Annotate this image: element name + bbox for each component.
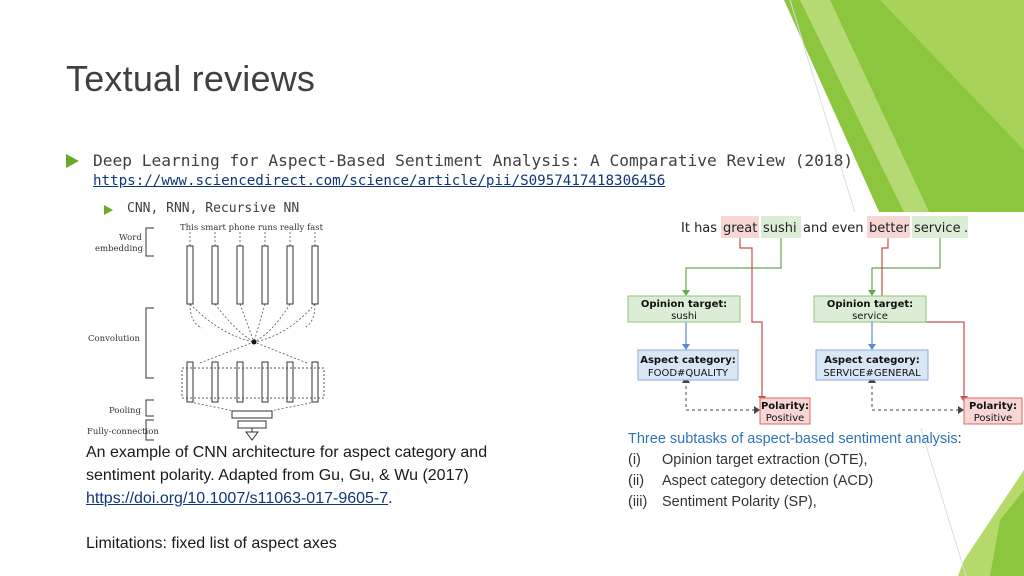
right-polarity-value: Positive: [974, 413, 1013, 424]
green-shape-bottom-dark: [990, 490, 1024, 576]
slide-title: Textual reviews: [66, 58, 316, 99]
list-item-number: (iii): [628, 494, 648, 510]
right-category-title: Aspect category:: [824, 355, 920, 366]
word-service: service: [914, 221, 961, 236]
list-item-number: (i): [628, 452, 641, 468]
green-shape-top-light: [880, 0, 1024, 150]
label-convolution: Convolution: [88, 334, 140, 344]
list-item: (iii) Sentiment Polarity (SP),: [628, 492, 962, 513]
left-polarity-box: [759, 397, 811, 425]
word-better: better: [869, 221, 909, 236]
right-target-title: Opinion target:: [827, 299, 913, 310]
cnn-architecture-figure: This smart phone runs really fast Word e…: [87, 223, 325, 441]
label-pooling: Pooling: [109, 406, 142, 416]
list-item: (ii) Aspect category detection (ACD): [628, 471, 962, 492]
left-category-title: Aspect category:: [640, 355, 736, 366]
cnn-caption: An example of CNN architecture for aspec…: [86, 441, 556, 510]
sub-bullet-text: CNN, RNN, Recursive NN: [127, 201, 300, 216]
absa-heading-colon: :: [957, 431, 962, 447]
highlight-better: [867, 216, 910, 238]
word-great: great: [723, 221, 757, 236]
highlight-sushi: [761, 216, 801, 238]
left-aspect-category-box: [637, 349, 739, 381]
left-polarity-value: Positive: [766, 413, 805, 424]
right-aspect-category-box: [815, 349, 929, 381]
list-item-text: Opinion target extraction (OTE),: [662, 452, 868, 468]
label-fully-connection: Fully-connection: [87, 427, 159, 437]
cnn-caption-line1: An example of CNN architecture for aspec…: [86, 444, 488, 461]
label-word: Word: [119, 233, 142, 243]
left-opinion-target-box: [627, 295, 741, 323]
word-period: .: [964, 221, 968, 236]
list-item: (i) Opinion target extraction (OTE),: [628, 450, 962, 471]
highlight-great: [721, 216, 759, 238]
cnn-caption-line3: https://doi.org/10.1007/s11063-017-9605-…: [86, 487, 556, 510]
absa-caption: Three subtasks of aspect-based sentiment…: [628, 429, 962, 513]
right-category-value: SERVICE#GENERAL: [823, 368, 921, 379]
cnn-caption-line2: sentiment polarity. Adapted from Gu, Gu,…: [86, 467, 469, 484]
word-and-even: and even: [803, 221, 864, 236]
triangle-bullet-icon: [66, 154, 79, 168]
left-target-title: Opinion target:: [641, 299, 727, 310]
list-item-text: Sentiment Polarity (SP),: [662, 494, 817, 510]
left-target-value: sushi: [671, 311, 697, 322]
absa-subtasks-figure: It has great sushi and even better servi…: [624, 212, 1024, 428]
word-it-has: It has: [681, 221, 717, 236]
right-polarity-box: [963, 397, 1023, 425]
word-sushi: sushi: [763, 221, 797, 236]
list-item-text: Aspect category detection (ACD): [662, 473, 874, 489]
right-opinion-target-box: [813, 295, 927, 323]
left-category-value: FOOD#QUALITY: [648, 368, 729, 379]
label-embedding: embedding: [95, 244, 144, 254]
right-polarity-title: Polarity:: [969, 401, 1017, 412]
reference-text: Deep Learning for Aspect-Based Sentiment…: [93, 151, 854, 170]
absa-caption-heading: Three subtasks of aspect-based sentiment…: [628, 429, 962, 450]
left-polarity-title: Polarity:: [761, 401, 809, 412]
caption-period: .: [388, 490, 393, 507]
list-item-number: (ii): [628, 473, 645, 489]
absa-heading-text: Three subtasks of aspect-based sentiment…: [628, 431, 958, 447]
cnn-sentence: This smart phone runs really fast: [180, 223, 324, 233]
reference-link[interactable]: https://www.sciencedirect.com/science/ar…: [93, 173, 666, 189]
triangle-sub-bullet-icon: [104, 205, 113, 215]
limitations-text: Limitations: fixed list of aspect axes: [86, 535, 337, 552]
doi-link[interactable]: https://doi.org/10.1007/s11063-017-9605-…: [86, 490, 389, 507]
green-shape-top-stripe: [800, 0, 930, 214]
highlight-service: [912, 216, 968, 238]
right-target-value: service: [852, 311, 888, 322]
